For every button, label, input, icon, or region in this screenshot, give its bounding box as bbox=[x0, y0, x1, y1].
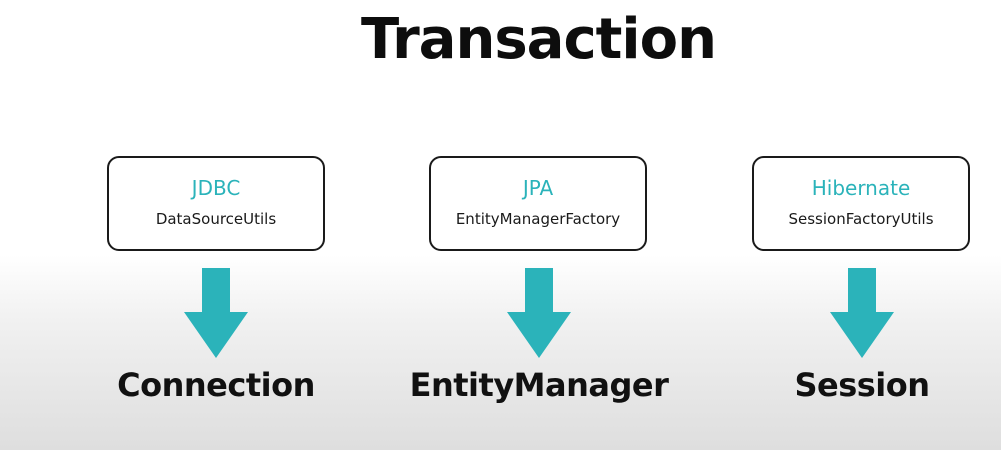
down-arrow-icon bbox=[830, 268, 894, 358]
result-label: Connection bbox=[117, 366, 315, 404]
page-title: Transaction bbox=[361, 7, 717, 72]
utility-label: DataSourceUtils bbox=[155, 210, 277, 228]
down-arrow-icon bbox=[184, 268, 248, 358]
technology-label: JPA bbox=[522, 176, 554, 200]
hibernate-box: Hibernate SessionFactoryUtils bbox=[752, 156, 970, 251]
utility-label: EntityManagerFactory bbox=[455, 210, 621, 228]
technology-label: JDBC bbox=[191, 176, 241, 200]
result-label: EntityManager bbox=[409, 366, 669, 404]
utility-label: SessionFactoryUtils bbox=[788, 210, 934, 228]
jpa-box: JPA EntityManagerFactory bbox=[429, 156, 647, 251]
result-label: Session bbox=[794, 366, 930, 404]
down-arrow-icon bbox=[507, 268, 571, 358]
jdbc-box: JDBC DataSourceUtils bbox=[107, 156, 325, 251]
technology-label: Hibernate bbox=[811, 176, 911, 200]
